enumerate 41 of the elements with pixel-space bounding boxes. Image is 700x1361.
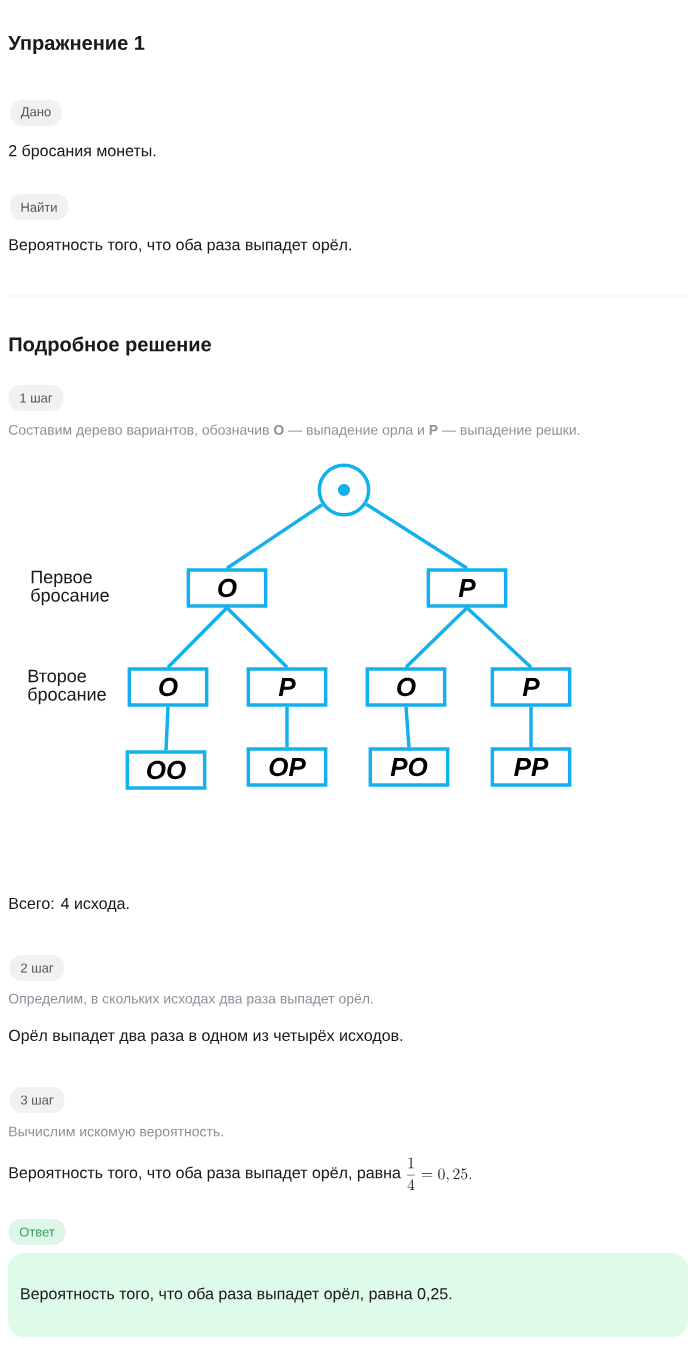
outcome-box: ОР [246, 747, 328, 787]
tree-branch [166, 606, 229, 669]
step-text: Определим, в скольких исходах два раза выпадет орёл. [8, 993, 373, 1007]
step-text: Вычислим искомую вероятность. [9, 1126, 223, 1140]
tree-branch [226, 503, 323, 570]
answer-panel: Вероятность того, что оба раза выпадет орёл, равна 0,25. [8, 1253, 688, 1337]
section-tag: Найти [9, 194, 69, 220]
answer-tag: Ответ [8, 1219, 66, 1245]
outcome-box: О [365, 667, 447, 707]
outcome-box: Р [426, 568, 508, 608]
outcome-box: РО [368, 747, 450, 787]
row-label: Второе бросание [28, 669, 106, 705]
outcome-box: О [127, 667, 209, 707]
title: Упражнение 1 [8, 36, 145, 54]
step-text: Составим дерево вариантов, обозначив О — выпадение орла и Р — выпадение решки. [9, 424, 580, 438]
row-label: Первое бросание [31, 570, 109, 606]
outcome-box: Р [246, 667, 328, 707]
section-tag: 1 шаг [8, 385, 64, 411]
formula: $\frac{1}{4}=0,25.$ [407, 1157, 472, 1191]
tree-branch [225, 606, 289, 669]
tree-branch [465, 606, 533, 669]
outcome-box: РР [490, 747, 572, 787]
outcome-box: ОО [125, 750, 207, 790]
tree-branch [404, 606, 469, 669]
root-circle [317, 463, 371, 517]
given-text: 2 бросания монеты. [9, 144, 156, 160]
section-tag: Дано [10, 100, 62, 126]
section-heading: Подробное решение [9, 336, 211, 356]
tree-branch [529, 706, 533, 748]
result-text: Всего: 4 исхода. [9, 897, 129, 913]
tree-branch [365, 502, 468, 570]
section-tag: 3 шаг [9, 1087, 65, 1113]
result-text: Вероятность того, что оба раза выпадет орёл, равна [9, 1166, 401, 1182]
section-tag: 2 шаг [9, 955, 65, 981]
find-text: Вероятность того, что оба раза выпадет орёл. [9, 238, 351, 254]
tree-branch [164, 706, 170, 751]
result-text: Орёл выпадет два раза в одном из четырёх исходов. [9, 1029, 403, 1045]
tree-branch [404, 706, 411, 748]
outcome-box: О [186, 568, 268, 608]
tree-branch [285, 706, 289, 748]
outcome-box: Р [490, 667, 572, 707]
